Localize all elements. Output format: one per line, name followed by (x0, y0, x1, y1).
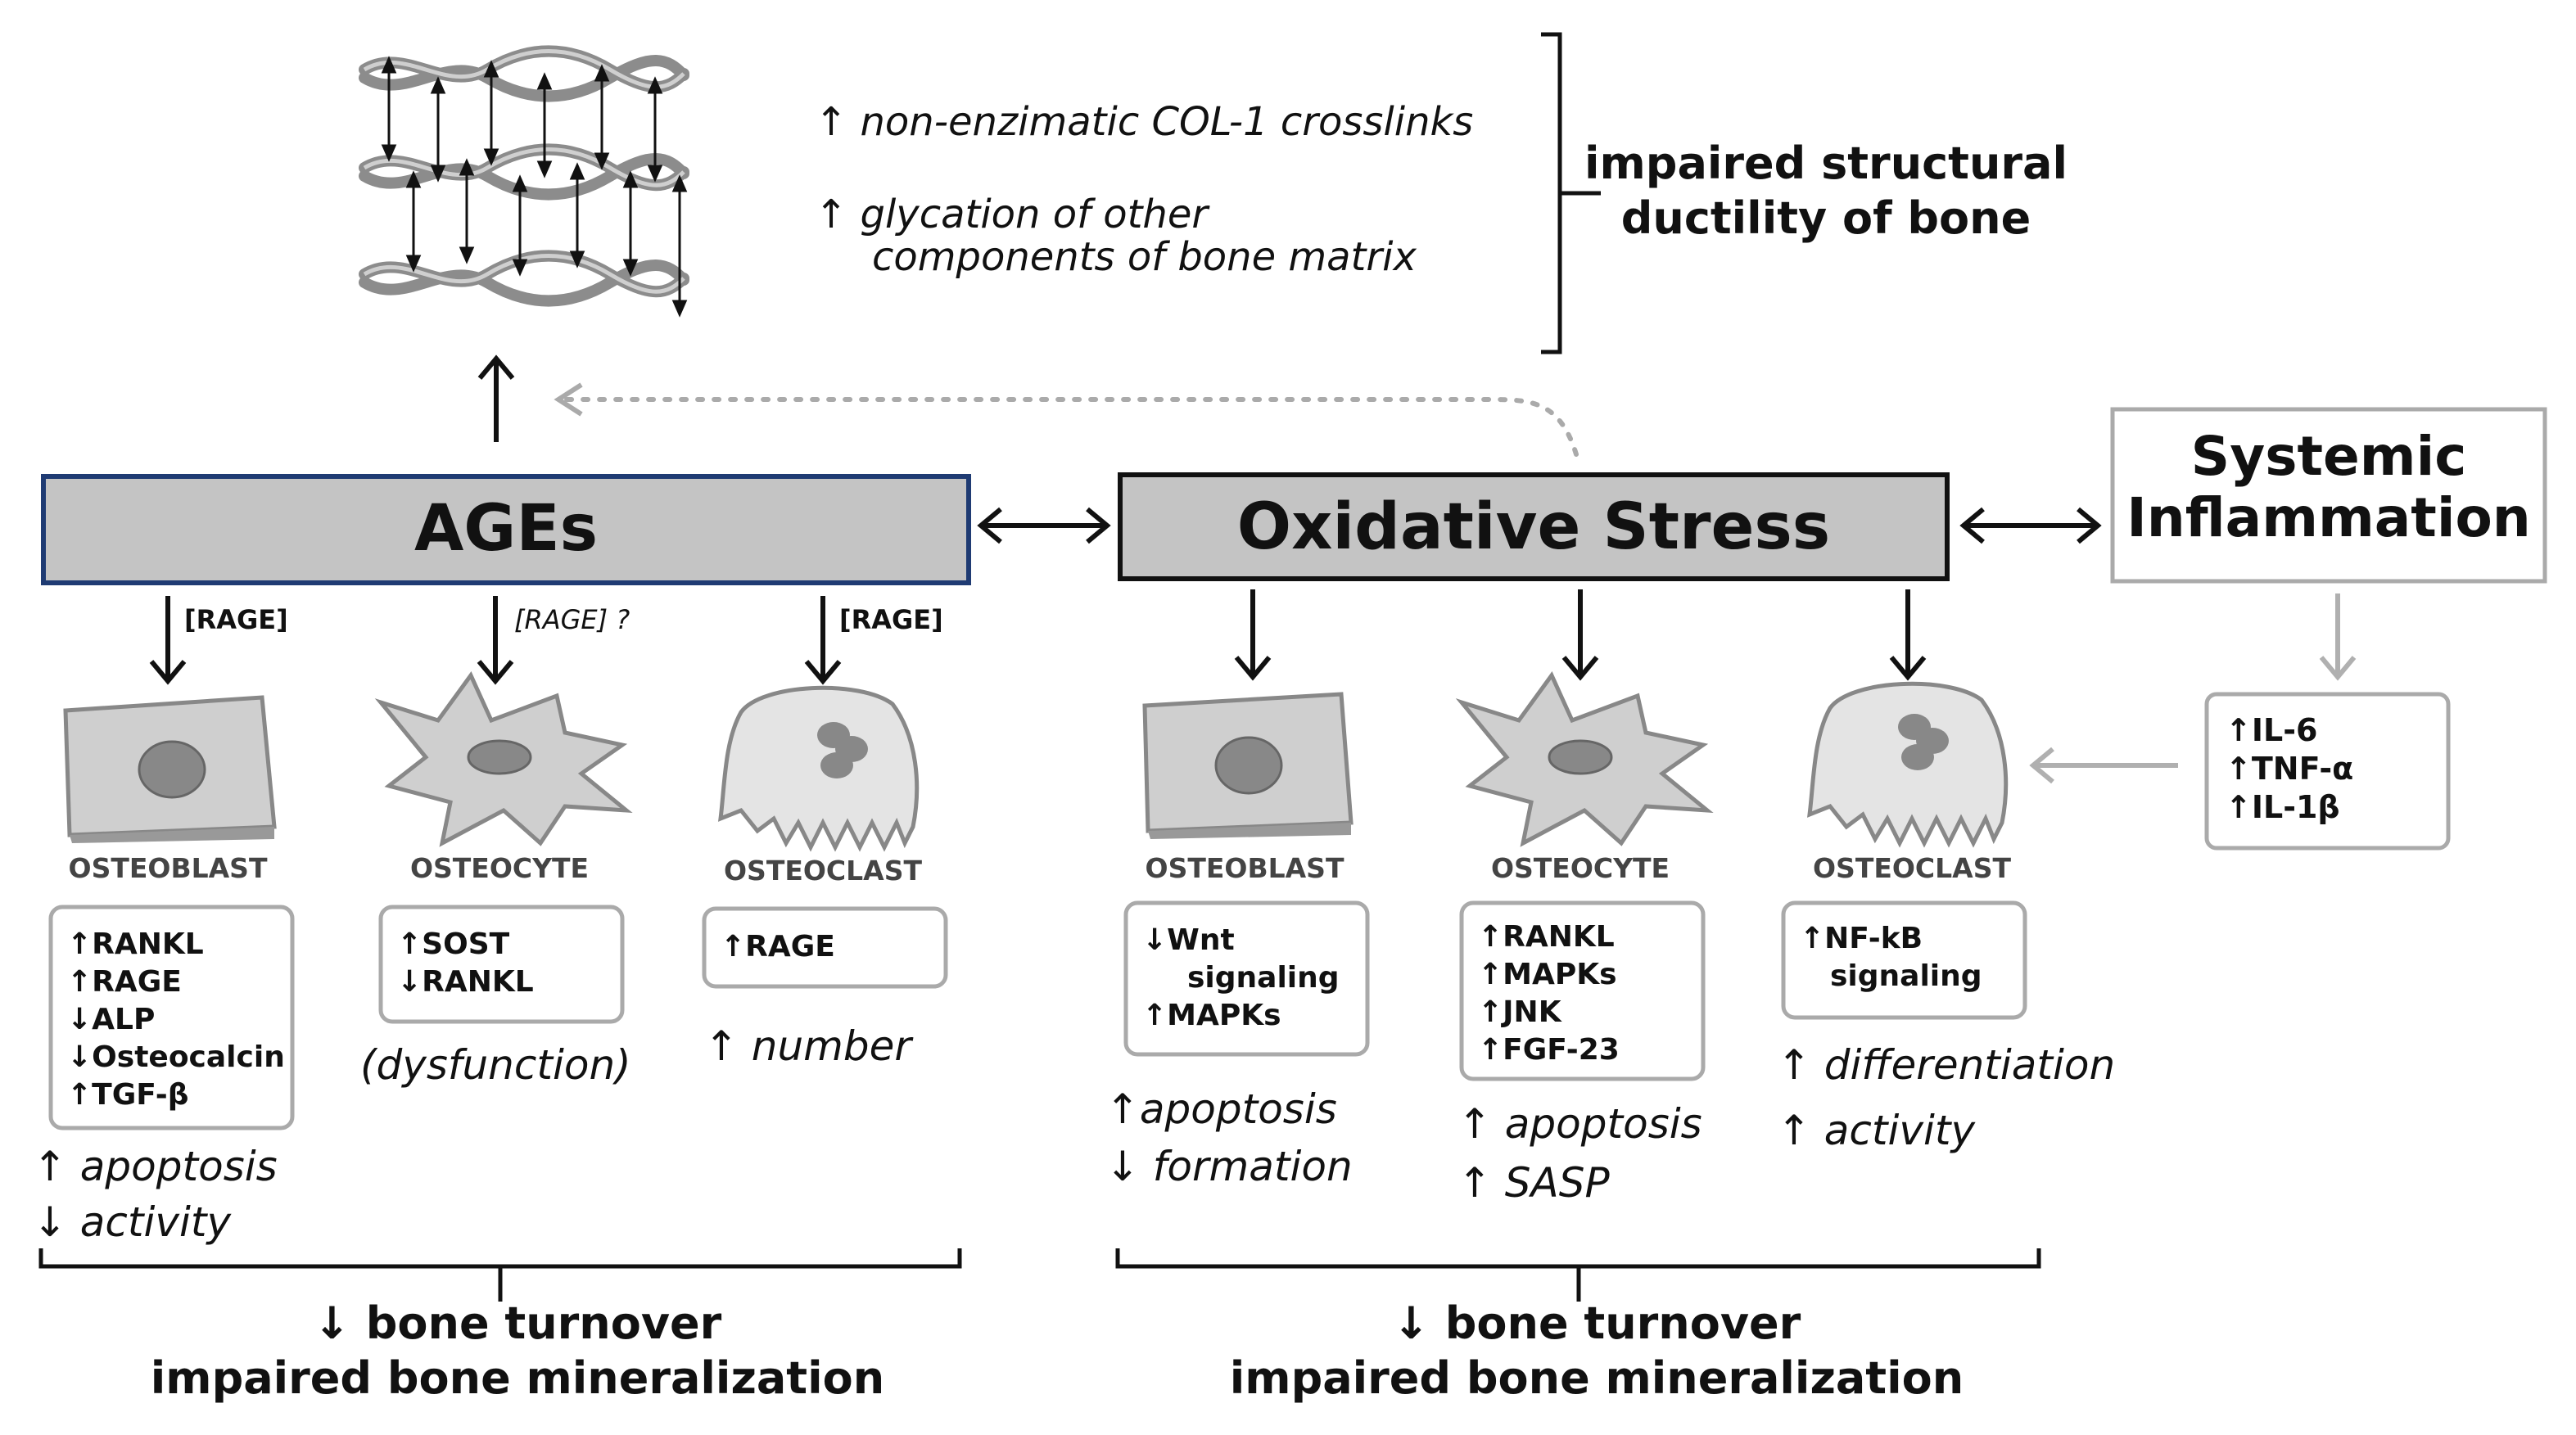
ages-osteoclast-effect: ↑ number (704, 1022, 914, 1070)
cytokine-tnf: ↑TNF-α (2226, 751, 2353, 787)
ages-osteocyte-effect: (dysfunction) (360, 1041, 631, 1089)
ages-osteoblast-marker: ↑TGF-β (67, 1078, 188, 1112)
oxidative-down-arrows (1234, 589, 1927, 681)
ages-osteoblast-marker: ↓ALP (67, 1003, 155, 1036)
ages-osteoblast-effect: ↑ apoptosis (33, 1143, 278, 1190)
oxidative-stress-box (1118, 472, 1950, 581)
inflammation-to-cytokines-arrow (2319, 593, 2357, 681)
ages-down-arrows (149, 596, 842, 685)
os-osteoblast-marker: signaling (1187, 961, 1340, 995)
matrix-brace (1541, 32, 1601, 354)
os-osteoclast-effect: ↑ differentiation (1777, 1041, 2115, 1089)
osteoblast-cell-icon-ages (63, 695, 277, 843)
osteoclast-cell-icon-ages (717, 685, 920, 852)
ages-osteoclast-marker: ↑RAGE (721, 930, 835, 963)
systemic-inflammation-line1: Systemic (2191, 425, 2467, 488)
rage-label-osteoblast: [RAGE] (184, 604, 288, 635)
oxidative-inflammation-double-arrow (1959, 507, 2102, 544)
ages-osteoblast-effect: ↓ activity (33, 1198, 233, 1246)
os-outcome-line2: impaired bone mineralization (1230, 1352, 1964, 1404)
os-osteocyte-effect: ↑ SASP (1457, 1159, 1610, 1207)
os-osteoclast-marker-box (1781, 900, 2027, 1020)
os-osteocyte-marker-box (1459, 900, 1706, 1081)
cytokines-box (2204, 692, 2451, 851)
os-osteocyte-name: OSTEOCYTE (1491, 852, 1670, 884)
matrix-outcome-line2: ductility of bone (1621, 192, 2031, 244)
osteoclast-cell-icon-os (1806, 681, 2009, 848)
rage-label-osteoclast: [RAGE] (839, 604, 943, 635)
os-osteoclast-marker: ↑NF-kB (1800, 922, 1923, 955)
os-osteocyte-marker: ↑FGF-23 (1478, 1033, 1620, 1067)
matrix-outcome-line1: impaired structural (1584, 138, 2068, 189)
oxidative-to-matrix-dotted-arrow (554, 382, 1579, 457)
os-osteoblast-marker: ↓Wnt (1142, 923, 1235, 957)
ages-osteocyte-marker: ↑SOST (397, 927, 510, 961)
osteoblast-cell-icon-os (1142, 692, 1354, 839)
ages-box (41, 474, 971, 585)
systemic-inflammation-box (2110, 407, 2547, 584)
ages-label: AGEs (414, 492, 598, 566)
cytokines-to-osteoclast-arrow (2029, 747, 2178, 784)
ages-bottom-bracket (38, 1248, 962, 1302)
ages-osteocyte-marker-box (378, 905, 625, 1024)
ages-osteoblast-name: OSTEOBLAST (69, 852, 268, 884)
matrix-effect-components: components of bone matrix (872, 234, 1417, 280)
oxidative-stress-label: Oxidative Stress (1237, 490, 1830, 564)
systemic-inflammation-line2: Inflammation (2126, 486, 2531, 549)
ages-outcome-line1: ↓ bone turnover (314, 1297, 722, 1349)
os-osteocyte-marker: ↑JNK (1478, 995, 1562, 1029)
os-osteocyte-marker: ↑RANKL (1478, 920, 1615, 954)
ages-to-matrix-arrow (477, 354, 515, 442)
osteocyte-cell-icon-os (1455, 671, 1714, 847)
cytokine-il1b: ↑IL-1β (2226, 789, 2340, 825)
os-osteoclast-name: OSTEOCLAST (1813, 852, 2011, 884)
os-osteoclast-effect: ↑ activity (1777, 1107, 1977, 1154)
os-osteoblast-effect: ↓ formation (1105, 1143, 1353, 1190)
ages-osteocyte-name: OSTEOCYTE (410, 852, 589, 884)
collagen-matrix-illustration (359, 45, 689, 318)
os-bottom-bracket (1115, 1248, 2041, 1302)
ages-osteoclast-name: OSTEOCLAST (724, 855, 922, 887)
os-osteoblast-marker: ↑MAPKs (1142, 999, 1281, 1032)
matrix-effect-glycation: ↑ glycation of other (815, 192, 1210, 237)
ages-oxidative-double-arrow (977, 507, 1111, 544)
os-outcome-line1: ↓ bone turnover (1393, 1297, 1801, 1349)
ages-osteoblast-marker-box (48, 905, 295, 1130)
matrix-effect-crosslinks: ↑ non-enzimatic COL-1 crosslinks (815, 99, 1473, 145)
ages-osteocyte-marker: ↓RANKL (397, 965, 534, 999)
rage-label-osteocyte: [RAGE] ? (514, 604, 630, 635)
os-osteoblast-name: OSTEOBLAST (1146, 852, 1344, 884)
ages-osteoclast-marker-box (702, 906, 948, 989)
ages-osteoblast-marker: ↑RAGE (67, 965, 182, 999)
os-osteoblast-marker-box (1123, 900, 1370, 1057)
ages-osteoblast-marker: ↓Osteocalcin (67, 1040, 285, 1074)
cytokine-il6: ↑IL-6 (2226, 712, 2317, 748)
os-osteoblast-effect: ↑apoptosis (1105, 1085, 1337, 1133)
osteocyte-cell-icon-ages (374, 671, 633, 847)
ages-outcome-line2: impaired bone mineralization (151, 1352, 884, 1404)
os-osteoclast-marker: signaling (1830, 959, 1982, 993)
os-osteocyte-effect: ↑ apoptosis (1457, 1100, 1702, 1148)
os-osteocyte-marker: ↑MAPKs (1478, 958, 1617, 991)
ages-osteoblast-marker: ↑RANKL (67, 927, 204, 961)
